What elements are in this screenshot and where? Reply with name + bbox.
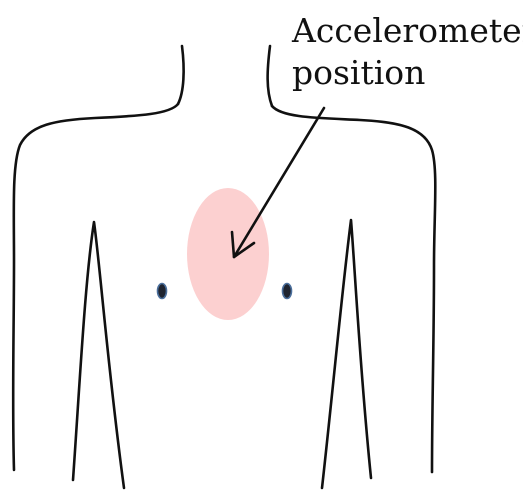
left-shoulder-outline xyxy=(13,104,178,470)
annotation-line-2: position xyxy=(292,53,425,92)
left-arm-fold-outline xyxy=(73,222,124,488)
right-shoulder-outline xyxy=(272,106,435,472)
neck-right-outline xyxy=(268,46,272,106)
neck-left-outline xyxy=(178,46,184,104)
right-arm-fold-outline xyxy=(322,220,371,488)
annotation-line-1: Accelerometer xyxy=(291,11,523,50)
pointer-arrow-shaft xyxy=(234,108,324,257)
right-nipple-marker xyxy=(283,284,292,299)
annotation-label: Accelerometer position xyxy=(291,11,523,92)
left-nipple-marker xyxy=(158,284,167,299)
accelerometer-region xyxy=(187,188,269,320)
